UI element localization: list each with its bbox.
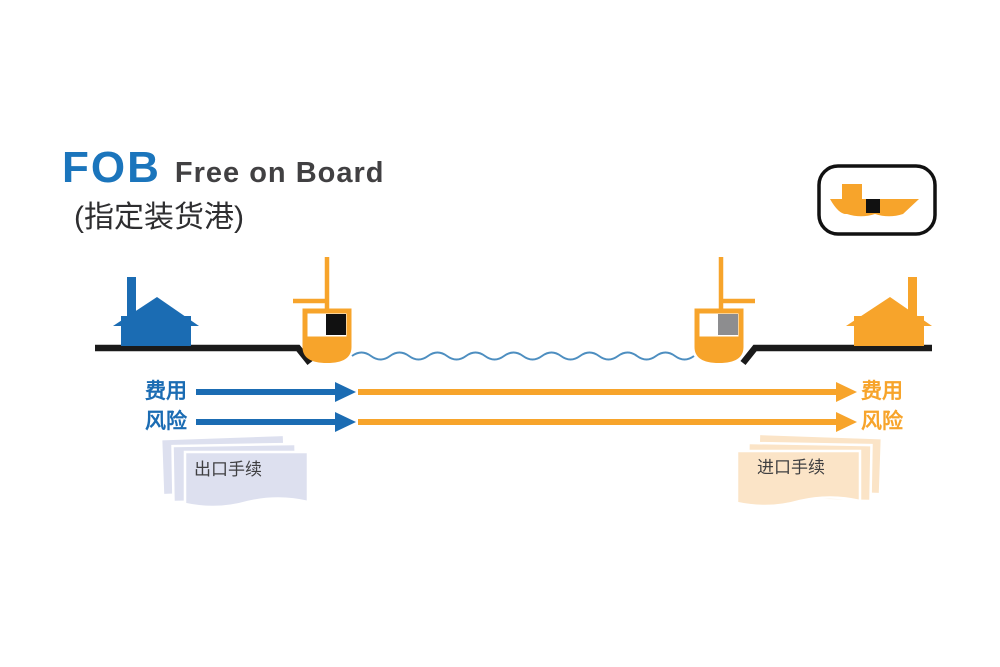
incoterm-subtitle: (指定装货港) [74,201,244,234]
ground-line-buyer [740,344,932,366]
badge-cargo-box [866,199,880,213]
export-docs-label: 出口手续 [194,460,262,479]
cargo-ship-icon [830,184,919,217]
export-ship [293,257,352,363]
ground-line-seller [95,344,313,366]
import-docs-label: 进口手续 [757,458,825,477]
arrowhead [335,412,356,432]
buyer-risk-arrow [358,412,857,432]
factory-chimney [127,277,136,322]
arrowhead [836,412,857,432]
cargo-container-black [326,314,346,335]
buyer-cost-label: 费用 [861,380,903,403]
import-ship [694,257,755,363]
incoterm-badge [817,164,937,236]
doc-sheet-front [735,449,862,508]
seller-risk-label: 风险 [145,410,187,433]
incoterm-name: Free on Board [174,157,385,189]
ship-hull [302,337,352,363]
seller-factory [113,277,199,346]
import-docs-stack [735,432,884,508]
warehouse-roof [846,297,932,326]
arrowhead [335,382,356,402]
seller-cost-label: 费用 [145,380,187,403]
buyer-cost-arrow [358,382,857,402]
cargo-container-gray [718,314,738,335]
doc-sheet-front [183,450,310,509]
warehouse-chimney [908,277,917,322]
incoterm-code: FOB [62,143,161,192]
seller-risk-arrow [196,412,356,432]
buyer-risk-label: 风险 [861,410,903,433]
buyer-warehouse [846,277,932,346]
ship-hull [694,337,744,363]
factory-roof [113,297,199,326]
seller-cost-arrow [196,382,356,402]
arrowhead [836,382,857,402]
sea-wave-line [351,351,695,361]
export-docs-stack [159,433,310,509]
page-title: FOB Free on Board [62,146,384,190]
